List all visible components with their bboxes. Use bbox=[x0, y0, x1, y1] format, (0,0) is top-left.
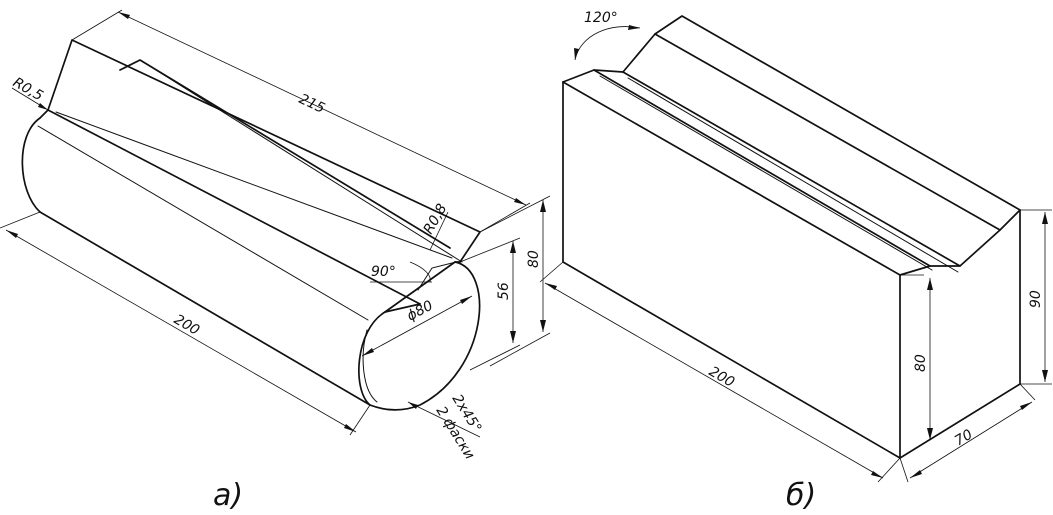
dim-a-radius-top: R0,5 bbox=[10, 75, 46, 105]
dim-a-diameter: ϕ80 bbox=[404, 298, 435, 325]
figure-b-caption: б) bbox=[786, 478, 816, 513]
dim-b-height-shoulder: 80 bbox=[913, 354, 929, 372]
figure-a-caption: а) bbox=[213, 478, 243, 513]
figure-b-body bbox=[562, 15, 1021, 459]
figure-b: 120° 200 70 90 bbox=[539, 10, 1052, 513]
dim-b-length: 200 bbox=[706, 364, 737, 391]
dim-a-length-top: 215 bbox=[296, 91, 327, 117]
dim-a-angle: 90° bbox=[371, 264, 396, 280]
dim-a-height-cut: 56 bbox=[496, 282, 512, 300]
dim-b-height-total: 90 bbox=[1028, 290, 1044, 308]
dim-a-length-bottom: 200 bbox=[171, 312, 202, 339]
dim-a-height-total: 80 bbox=[526, 250, 542, 268]
figure-a-body bbox=[21, 39, 481, 411]
dim-b-width: 70 bbox=[952, 427, 976, 450]
dim-b-angle: 120° bbox=[584, 10, 618, 26]
figure-a: 215 200 R0,5 R0,8 90° ϕ80 bbox=[0, 9, 551, 513]
